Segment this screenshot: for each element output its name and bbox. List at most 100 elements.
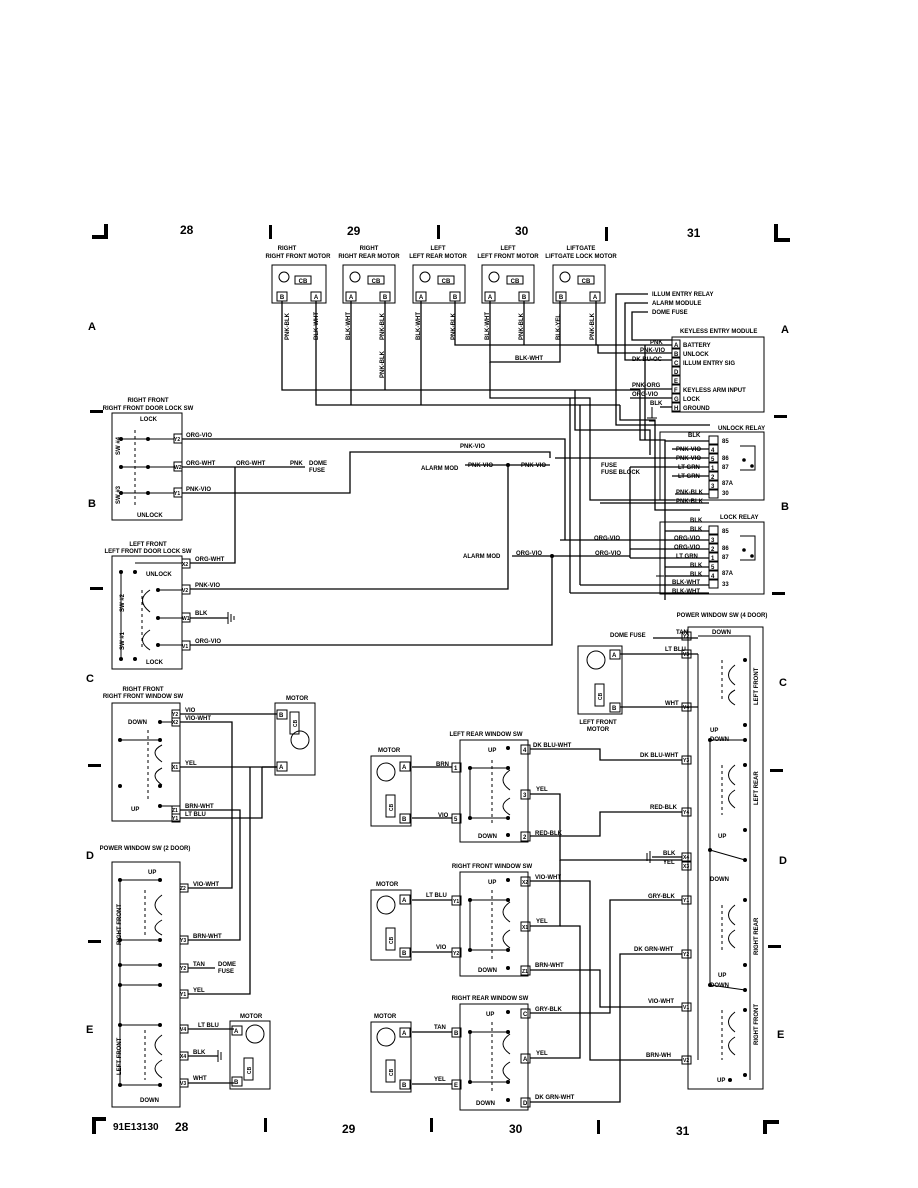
svg-text:ILLUM ENTRY SIG: ILLUM ENTRY SIG: [683, 361, 735, 367]
svg-text:D: D: [674, 370, 679, 376]
svg-text:X4: X4: [180, 1054, 186, 1060]
svg-text:BLK-WHT: BLK-WHT: [485, 312, 491, 340]
svg-text:UP: UP: [718, 834, 726, 840]
svg-text:PNK-VIO: PNK-VIO: [521, 463, 546, 469]
svg-text:A: A: [402, 1031, 407, 1037]
svg-text:B: B: [612, 706, 617, 712]
svg-text:ORG-VIO: ORG-VIO: [186, 433, 212, 439]
svg-text:VIO: VIO: [185, 708, 196, 714]
svg-text:E: E: [674, 379, 678, 385]
top-grid: 28 29 30 31: [180, 223, 701, 241]
grid-top-28: 28: [180, 223, 194, 237]
svg-text:85: 85: [722, 439, 729, 445]
svg-text:H: H: [674, 406, 678, 412]
svg-text:BLK: BLK: [195, 611, 208, 617]
svg-text:RED-BLK: RED-BLK: [650, 805, 678, 811]
left-front-motor-box: [481, 264, 535, 304]
svg-text:UNLOCK: UNLOCK: [683, 352, 709, 358]
svg-text:A: A: [349, 295, 354, 301]
svg-text:VIO-WHT: VIO-WHT: [535, 875, 561, 881]
fuse-block-label: FUSE BLOCK: [601, 470, 641, 476]
left-rear-window-sw-label: LEFT REAR WINDOW SW: [450, 732, 523, 738]
svg-text:A: A: [402, 765, 407, 771]
svg-text:ORG-WHT: ORG-WHT: [186, 461, 216, 467]
svg-text:YEL: YEL: [536, 919, 548, 925]
svg-text:BLK-WHT: BLK-WHT: [346, 312, 352, 340]
svg-text:V3: V3: [180, 1081, 186, 1087]
svg-text:ORG-VIO: ORG-VIO: [674, 545, 700, 551]
svg-text:Y2: Y2: [172, 712, 178, 718]
right-front-door-lock-sw-label: RIGHT FRONT DOOR LOCK SW: [103, 406, 194, 412]
svg-text:BRN: BRN: [436, 762, 449, 768]
svg-text:FUSE: FUSE: [218, 969, 234, 975]
svg-text:BLK-WHT: BLK-WHT: [672, 589, 700, 595]
svg-text:PNK-VIO: PNK-VIO: [186, 487, 211, 493]
svg-text:B: B: [559, 295, 564, 301]
svg-text:PNK-BLK: PNK-BLK: [519, 312, 525, 340]
row-c-left: C: [86, 673, 94, 685]
figure-id: 91E13130: [113, 1122, 159, 1133]
power-window-sw-4door-label: POWER WINDOW SW (4 DOOR): [677, 613, 768, 619]
svg-text:X1: X1: [522, 925, 528, 931]
svg-text:Y2: Y2: [180, 966, 186, 972]
right-front-motor-label-1: RIGHT: [278, 246, 297, 252]
svg-text:B: B: [674, 352, 679, 358]
svg-text:DK GRN-WHT: DK GRN-WHT: [535, 1095, 575, 1101]
fuse-block-label-1: FUSE: [601, 463, 617, 469]
lr-window-motor: MOTOR A B CB: [370, 748, 412, 827]
svg-text:UP: UP: [488, 748, 496, 754]
svg-text:FUSE: FUSE: [309, 468, 325, 474]
bottom-grid: 91E13130 28 29 30 31: [113, 1118, 690, 1138]
svg-text:LT GRN: LT GRN: [678, 474, 700, 480]
left-front-door-lock-sw-label: LEFT FRONT DOOR LOCK SW: [105, 549, 192, 555]
svg-text:30: 30: [722, 491, 729, 497]
svg-text:RIGHT REAR: RIGHT REAR: [754, 917, 760, 955]
liftgate-motor-box: [552, 264, 606, 304]
svg-text:VIO-WHT: VIO-WHT: [648, 999, 674, 1005]
svg-text:4: 4: [523, 748, 527, 754]
svg-text:Y2: Y2: [683, 952, 689, 958]
svg-text:SW #4: SW #4: [116, 436, 122, 455]
svg-text:2: 2: [711, 475, 715, 481]
grid-bottom-29: 29: [342, 1122, 356, 1136]
svg-text:WHT: WHT: [193, 1076, 207, 1082]
svg-text:1: 1: [711, 556, 715, 562]
svg-text:BLK: BLK: [690, 518, 703, 524]
svg-text:V4: V4: [683, 705, 689, 711]
svg-text:LT GRN: LT GRN: [676, 554, 698, 560]
svg-text:DOME: DOME: [309, 461, 327, 467]
svg-text:Y3: Y3: [683, 758, 689, 764]
svg-text:RIGHT FRONT: RIGHT FRONT: [754, 1004, 760, 1045]
svg-text:SW #3: SW #3: [116, 485, 122, 504]
alarm-module-label: ALARM MODULE: [652, 301, 701, 307]
svg-text:CB: CB: [598, 692, 604, 700]
svg-text:LEFT: LEFT: [501, 246, 516, 252]
row-d-left: D: [86, 850, 94, 862]
svg-text:ORG-VIO: ORG-VIO: [195, 639, 221, 645]
svg-text:CB: CB: [372, 279, 381, 285]
alarm-mod-label-2: ALARM MOD: [463, 554, 501, 560]
svg-text:DOWN: DOWN: [710, 877, 729, 883]
svg-text:PNK-VIO: PNK-VIO: [676, 456, 701, 462]
svg-text:F: F: [674, 388, 678, 394]
svg-text:X2: X2: [172, 720, 178, 726]
svg-text:PNK-BLK: PNK-BLK: [380, 312, 386, 340]
svg-text:B: B: [383, 295, 388, 301]
svg-text:3: 3: [523, 793, 527, 799]
svg-text:BATTERY: BATTERY: [683, 343, 711, 349]
right-front-motor-box: [271, 264, 327, 304]
svg-text:2: 2: [523, 835, 527, 841]
keyless-module-title: KEYLESS ENTRY MODULE: [680, 329, 757, 335]
svg-text:V1: V1: [683, 1005, 689, 1011]
grid-top-30: 30: [515, 224, 529, 238]
svg-text:RIGHT FRONT: RIGHT FRONT: [123, 687, 164, 693]
svg-text:DK BLU-WHT: DK BLU-WHT: [640, 753, 679, 759]
svg-text:BLK: BLK: [688, 433, 701, 439]
svg-text:CB: CB: [389, 936, 395, 944]
lock-relay-label: LOCK RELAY: [720, 515, 758, 521]
right-front-window-sw-2-label: RIGHT FRONT WINDOW SW: [452, 864, 533, 870]
svg-text:BLK: BLK: [690, 527, 703, 533]
svg-text:Y4: Y4: [683, 810, 689, 816]
keyless-entry-module: ILLUM ENTRY RELAY ALARM MODULE DOME FUSE…: [597, 292, 765, 426]
svg-text:BRN-WHT: BRN-WHT: [535, 963, 564, 969]
